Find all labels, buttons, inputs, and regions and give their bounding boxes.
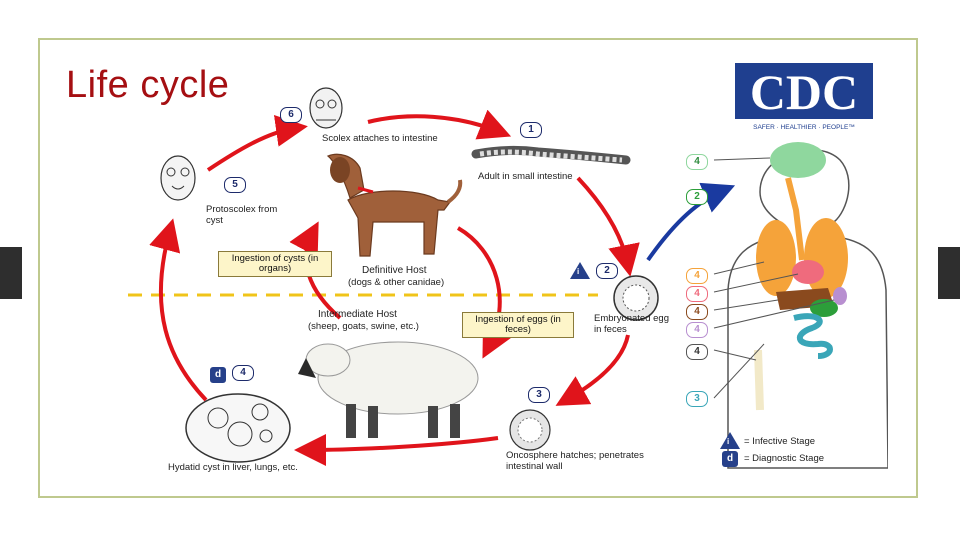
legend-diagnostic-icon: d — [722, 451, 738, 467]
human-marker-kidney: 4 — [686, 322, 708, 338]
arrow-6-to-1 — [367, 109, 512, 140]
stage-4-number: 4 — [232, 365, 254, 381]
legend-diagnostic-label: = Diagnostic Stage — [744, 453, 825, 464]
left-edge-bar — [0, 247, 22, 299]
human-marker-heart: 4 — [686, 286, 708, 302]
brain-organ — [770, 142, 826, 178]
arrow-4-to-5 — [149, 218, 208, 402]
scolex-drawing — [309, 87, 343, 129]
arrow-2-to-3 — [555, 334, 630, 406]
ingestion-cysts-box: Ingestion of cysts (in organs) — [218, 251, 332, 277]
label-stage-6: Scolex attaches to intestine — [322, 133, 438, 144]
human-marker-2: 2 — [686, 189, 708, 205]
legend-infective-label: = Infective Stage — [744, 436, 816, 447]
bone-organ — [754, 349, 764, 411]
human-body-drawing — [713, 142, 888, 469]
stage-3-number: 3 — [528, 387, 550, 403]
stage-5-number: 5 — [224, 177, 246, 193]
human-marker-lung: 4 — [686, 268, 708, 284]
stage-1-number: 1 — [520, 122, 542, 138]
title-word-life: Life — [66, 64, 130, 106]
human-marker-brain: 4 — [686, 154, 708, 170]
heart-organ — [792, 260, 824, 284]
cdc-logo-tagline: SAFER · HEALTHIER · PEOPLE™ — [753, 124, 855, 131]
adult-worm-drawing — [471, 145, 631, 165]
sheep-drawing — [298, 341, 479, 438]
diagram-graphics — [128, 87, 888, 469]
label-stage-3: Oncosphere hatches; penetrates intestina… — [506, 450, 644, 472]
arrow-1-to-2 — [576, 176, 640, 277]
right-edge-bar — [938, 247, 960, 299]
label-stage-5: Protoscolex from cyst — [206, 204, 278, 226]
right-lung-organ — [804, 218, 848, 298]
life-cycle-diagram: 6 1 5 2 3 4 i d Scolex attaches to intes… — [128, 60, 888, 473]
label-stage-2: Embryonated egg in feces — [594, 313, 669, 335]
intermediate-host-title: Intermediate Host — [318, 309, 397, 320]
diagnostic-stage-marker: d — [210, 367, 226, 383]
egg-drawing — [613, 275, 659, 321]
dog-drawing — [326, 153, 463, 257]
legend-infective-icon: i — [720, 432, 740, 449]
cdc-logo-text: CDC — [750, 64, 858, 120]
human-marker-3: 3 — [686, 391, 708, 407]
definitive-host-title: Definitive Host — [362, 265, 427, 276]
left-lung-organ — [756, 220, 796, 296]
kidney-organ — [833, 287, 847, 305]
stage-6-number: 6 — [280, 107, 302, 123]
arrow-to-human — [646, 182, 736, 262]
label-stage-1: Adult in small intestine — [478, 171, 573, 182]
label-stage-4: Hydatid cyst in liver, lungs, etc. — [168, 462, 298, 473]
arrow-5-to-6 — [206, 114, 308, 172]
ingestion-eggs-box: Ingestion of eggs (in feces) — [462, 312, 574, 338]
human-marker-liver: 4 — [686, 304, 708, 320]
oncosphere-drawing — [509, 409, 551, 451]
human-marker-bone: 4 — [686, 344, 708, 360]
hydatid-cyst-drawing — [185, 393, 291, 463]
stage-2-number: 2 — [596, 263, 618, 279]
cdc-logo: CDC SAFER · HEALTHIER · PEOPLE™ — [735, 63, 873, 131]
slide-title: Life cycle — [66, 64, 229, 107]
intestine-organ — [793, 313, 833, 359]
protoscolex-drawing — [160, 155, 196, 201]
arrow-3-to-4 — [294, 433, 499, 466]
intermediate-host-sub: (sheep, goats, swine, etc.) — [308, 321, 419, 332]
definitive-host-sub: (dogs & other canidae) — [348, 277, 445, 288]
airway-organ — [785, 177, 805, 261]
infective-stage-marker: i — [570, 262, 590, 279]
title-word-cycle: cycle — [140, 64, 230, 106]
